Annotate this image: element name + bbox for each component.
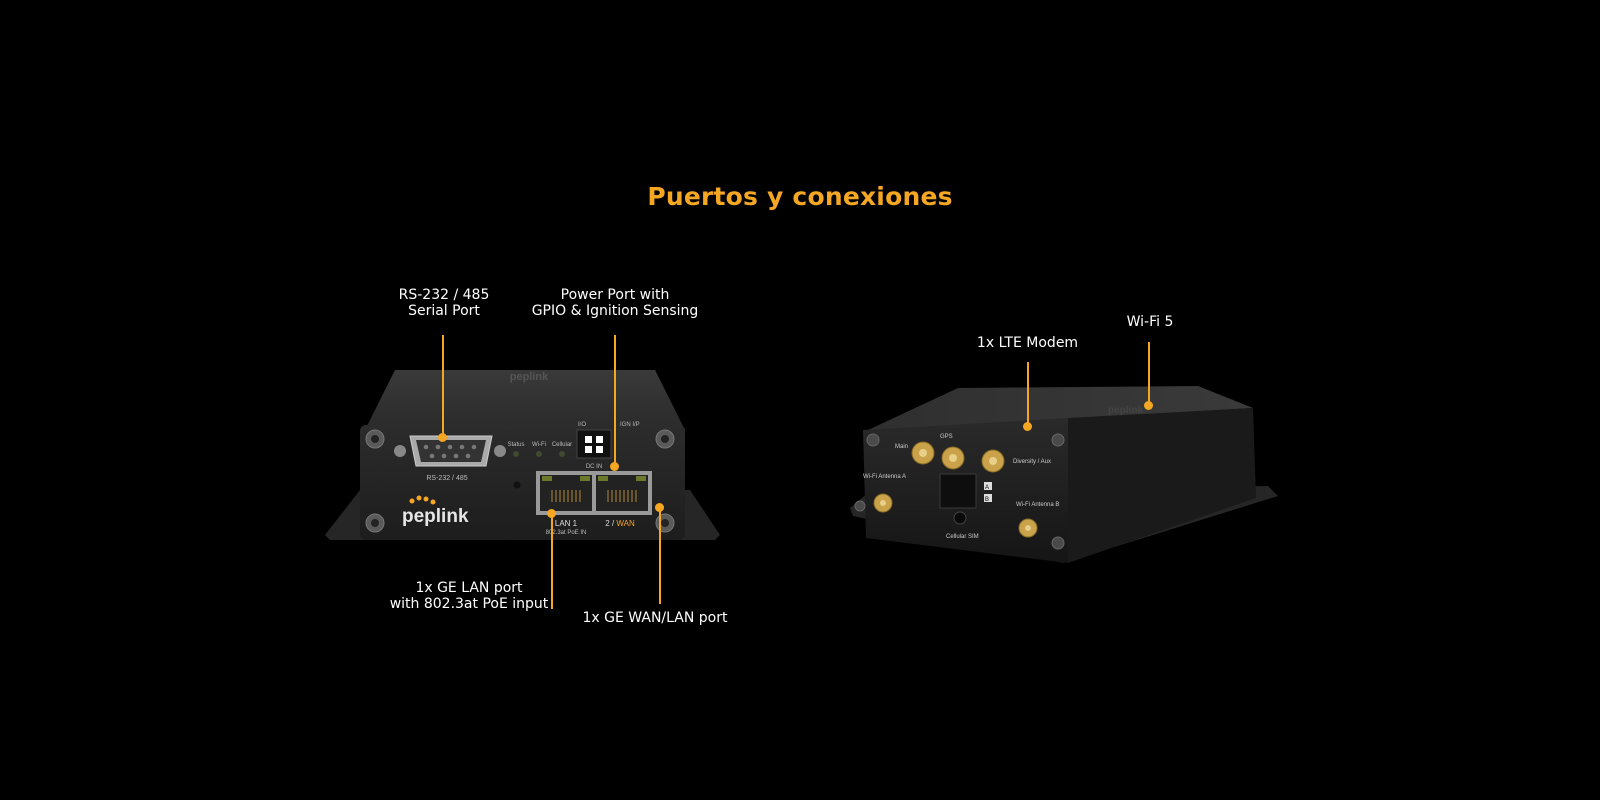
gps-port-print: GPS xyxy=(940,434,953,440)
serial-port-callout: RS-232 / 485 Serial Port xyxy=(370,287,518,319)
io-print: I/O xyxy=(578,422,586,428)
wan-port-callout: 1x GE WAN/LAN port xyxy=(580,610,730,626)
lte-modem-callout-line1: 1x LTE Modem xyxy=(976,335,1079,351)
led-wifi-print: Wi-Fi xyxy=(532,442,546,448)
lan1-print: LAN 1 xyxy=(555,519,578,528)
power-port-callout-line2: GPIO & Ignition Sensing xyxy=(531,303,699,319)
sim-b-print: B xyxy=(985,497,989,503)
ign-print: IGN I/P xyxy=(620,422,640,428)
lte-modem-callout: 1x LTE Modem xyxy=(965,335,1090,351)
serial-port-callout-line1: RS-232 / 485 xyxy=(398,287,490,303)
lte-modem-marker xyxy=(1023,422,1032,431)
lan-port-leader xyxy=(551,513,553,609)
power-port-callout: Power Port with GPIO & Ignition Sensing xyxy=(520,287,710,319)
serial-port-callout-line2: Serial Port xyxy=(408,303,480,319)
rear-device-image: peplink Main GPS Diversity / Aux Wi-Fi A… xyxy=(850,386,1278,563)
wifi-callout-line1: Wi-Fi 5 xyxy=(1126,314,1174,330)
wifi-a-print: Wi-Fi Antenna A xyxy=(863,474,906,480)
wan-prefix-print: 2 / xyxy=(605,519,616,528)
wifi-b-print: Wi-Fi Antenna B xyxy=(1016,502,1059,508)
led-cellular-print: Cellular xyxy=(552,442,572,448)
wifi-leader xyxy=(1148,342,1150,404)
power-port-callout-line1: Power Port with xyxy=(560,287,670,303)
power-port-leader xyxy=(614,335,616,465)
wan-port-callout-line1: 1x GE WAN/LAN port xyxy=(582,610,728,626)
lan-port-callout-line1: 1x GE LAN port xyxy=(415,580,523,596)
top-logo: peplink xyxy=(510,371,549,383)
lan1-poe-print: 802.3at PoE IN xyxy=(546,530,587,536)
lan-port-marker xyxy=(547,509,556,518)
serial-port-print: RS-232 / 485 xyxy=(426,475,467,482)
lan-port-callout-line2: with 802.3at PoE input xyxy=(389,596,549,612)
svg-text:2 / WAN: 2 / WAN xyxy=(605,519,635,528)
wifi-marker xyxy=(1144,401,1153,410)
lte-modem-leader xyxy=(1027,362,1029,424)
wan-port-leader xyxy=(659,508,661,604)
serial-port-leader xyxy=(442,335,444,437)
cellular-sim-print: Cellular SIM xyxy=(946,534,979,540)
page-title: Puertos y conexiones xyxy=(647,182,953,211)
dc-in-print: DC IN xyxy=(586,464,602,470)
diversity-port-print: Diversity / Aux xyxy=(1013,459,1051,465)
wan-port-marker xyxy=(655,503,664,512)
main-port-print: Main xyxy=(895,444,908,450)
wifi-callout: Wi-Fi 5 xyxy=(1110,314,1190,330)
serial-port-marker xyxy=(438,433,447,442)
sim-a-print: A xyxy=(985,485,989,491)
rear-top-logo: peplink xyxy=(1108,405,1143,416)
power-port-marker xyxy=(610,462,619,471)
led-status-print: Status xyxy=(507,442,524,448)
front-device-image: peplink peplink RS-232 / 485 I/O IGN I/P… xyxy=(325,370,720,540)
wan-accent-print: WAN xyxy=(616,519,635,528)
lan-port-callout: 1x GE LAN port with 802.3at PoE input xyxy=(388,580,550,612)
front-brand-logo: peplink xyxy=(402,506,469,527)
